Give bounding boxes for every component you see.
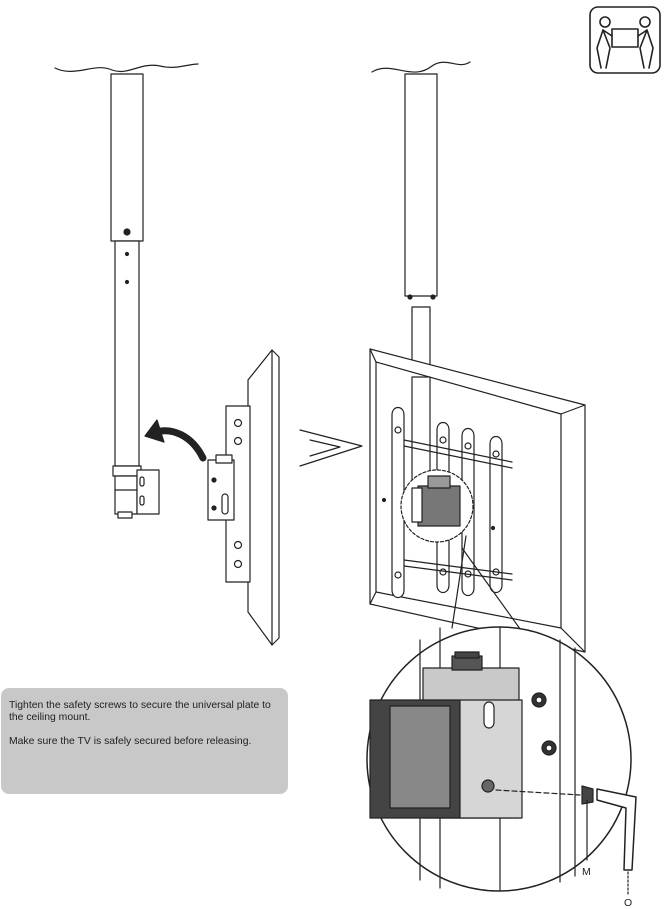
right-tv-back xyxy=(369,348,586,653)
two-person-lift-icon xyxy=(589,6,661,74)
left-tv-bracket xyxy=(207,405,251,583)
callout-m: M xyxy=(582,866,591,878)
rotate-arrow xyxy=(144,419,207,462)
right-ceiling-pole xyxy=(371,61,471,378)
left-ceiling-pole xyxy=(54,63,199,519)
detail-circle-large xyxy=(366,626,637,897)
instruction-note: Tighten the safety screws to secure the … xyxy=(1,688,288,794)
move-arrow xyxy=(299,429,363,467)
instruction-line-2: Make sure the TV is safely secured befor… xyxy=(9,736,252,747)
detail-circle-small xyxy=(400,469,474,543)
instruction-line-1: Tighten the safety screws to secure the … xyxy=(9,700,271,723)
left-tv-panel xyxy=(247,349,280,646)
callout-o: O xyxy=(624,897,633,909)
zoom-lines xyxy=(451,535,529,641)
